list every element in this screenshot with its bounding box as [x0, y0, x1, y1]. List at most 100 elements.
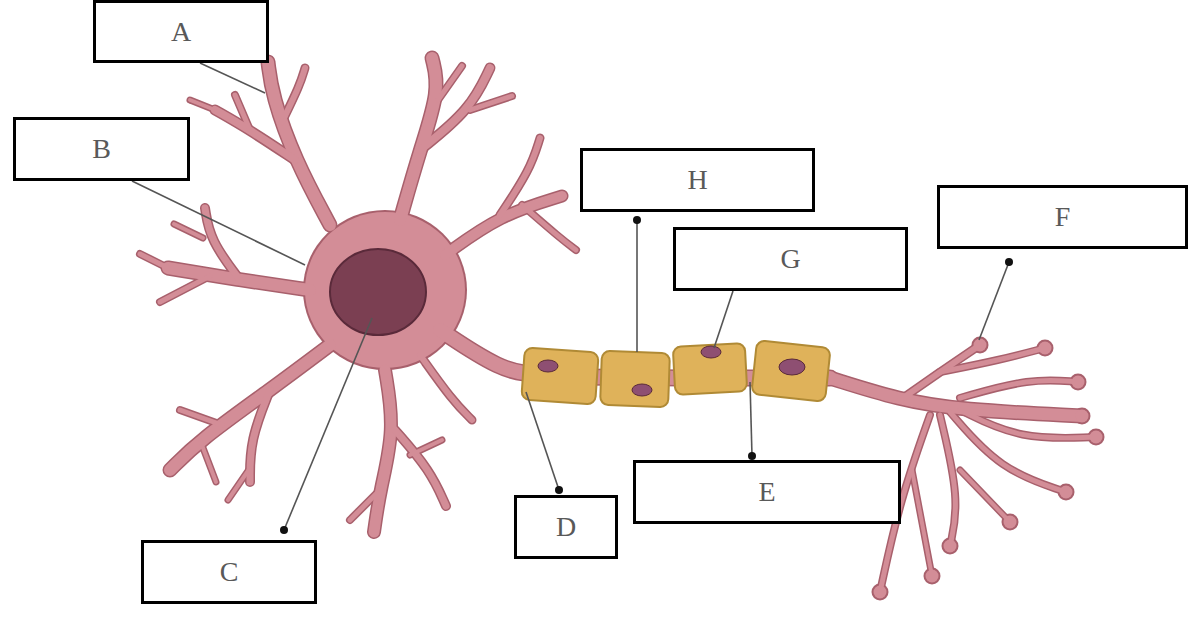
terminal-outline — [1088, 429, 1105, 446]
dendrite — [228, 468, 250, 500]
leader-dot — [1005, 258, 1013, 266]
dendrite — [420, 355, 472, 420]
leader-dots — [280, 216, 1013, 534]
neuron-body — [140, 58, 1103, 599]
terminal-outline — [1037, 340, 1054, 357]
axon-terminal — [1060, 486, 1073, 499]
dendrite-outline — [830, 378, 1082, 416]
dendrite — [250, 390, 270, 482]
label-box: G — [673, 227, 908, 291]
part-letter: C — [220, 556, 239, 588]
part-letter: H — [687, 164, 707, 196]
leader-line — [979, 262, 1009, 340]
schwann-nucleus — [779, 359, 805, 375]
dendrite-outline — [200, 440, 216, 482]
dendrite — [190, 100, 215, 110]
label-box: C — [141, 540, 317, 604]
part-letter: E — [758, 476, 775, 508]
axon-terminal — [1076, 410, 1089, 423]
dendrite-outline — [410, 440, 442, 455]
dendrite — [374, 370, 391, 532]
neuron-outline — [140, 58, 1105, 601]
axon-terminal — [974, 339, 987, 352]
leader-line — [636, 220, 638, 352]
dendrite — [470, 96, 512, 110]
schwann-nucleus — [632, 384, 652, 396]
schwann-cell — [521, 347, 598, 404]
axon-terminal — [1004, 516, 1017, 529]
axon-terminal — [1039, 342, 1052, 355]
terminal-outline — [1070, 374, 1087, 391]
schwann-nucleus — [538, 360, 558, 372]
dendrite-outline — [160, 276, 210, 302]
part-letter: G — [780, 243, 800, 275]
dendrite — [180, 410, 222, 425]
label-box: H — [580, 148, 815, 212]
leader-lines — [132, 63, 1009, 530]
terminal-outline — [942, 538, 959, 555]
leader-line — [714, 291, 733, 348]
dendrite-outline — [282, 68, 305, 122]
leader-line — [750, 382, 752, 456]
dendrite-outline — [912, 470, 932, 576]
axon-terminal — [944, 540, 957, 553]
axon-terminal — [926, 570, 939, 583]
schwann-nucleus — [701, 346, 721, 358]
schwann-cell — [600, 351, 670, 407]
dendrite — [410, 440, 442, 455]
dendrite-outline — [960, 470, 1010, 522]
dendrite-outline — [180, 410, 222, 425]
axon-terminal — [874, 586, 887, 599]
dendrite — [940, 415, 955, 546]
leader-dot — [280, 526, 288, 534]
part-letter: F — [1055, 201, 1071, 233]
dendrite — [912, 470, 932, 576]
dendrite-outline — [395, 430, 446, 506]
dendrite — [174, 224, 203, 238]
dendrite — [940, 348, 1045, 372]
dendrite-outline — [940, 415, 955, 546]
dendrite — [200, 440, 216, 482]
dendrite — [960, 470, 1010, 522]
label-box: B — [13, 117, 190, 181]
dendrite — [438, 66, 462, 100]
schwann-cell — [673, 343, 747, 395]
dendrite — [235, 95, 250, 130]
dendrite — [350, 490, 380, 520]
part-letter: D — [556, 511, 576, 543]
terminal-outline — [924, 568, 941, 585]
terminal-outline — [1058, 484, 1075, 501]
dendrite-outline — [522, 205, 576, 250]
dendrite — [960, 380, 1078, 398]
leader-line — [526, 392, 559, 490]
label-box: A — [93, 0, 269, 63]
leader-dot — [748, 452, 756, 460]
leader-line — [284, 318, 372, 530]
dendrite-outline — [190, 100, 215, 110]
dendrite — [500, 138, 540, 215]
leader-line — [200, 63, 265, 93]
leader-line — [132, 181, 305, 265]
dendrite — [395, 430, 446, 506]
leader-dot — [555, 486, 563, 494]
dendrite — [140, 254, 168, 268]
dendrite-outline — [140, 254, 168, 268]
dendrite-outline — [960, 380, 1078, 398]
dendrite-outline — [374, 370, 391, 532]
dendrite — [522, 205, 576, 250]
axon-terminal — [1072, 376, 1085, 389]
axon-terminal — [1090, 431, 1103, 444]
schwann-cell — [751, 340, 830, 401]
terminal-outline — [872, 584, 889, 601]
label-box: F — [937, 185, 1188, 249]
myelin-sheath — [521, 340, 830, 407]
nucleus — [330, 249, 426, 335]
leader-dot — [633, 216, 641, 224]
part-letter: B — [92, 133, 111, 165]
dendrite-outline — [228, 468, 250, 500]
dendrite — [960, 410, 1096, 438]
dendrite-outline — [174, 224, 203, 238]
part-letter: A — [171, 16, 191, 48]
dendrite — [830, 378, 1082, 416]
